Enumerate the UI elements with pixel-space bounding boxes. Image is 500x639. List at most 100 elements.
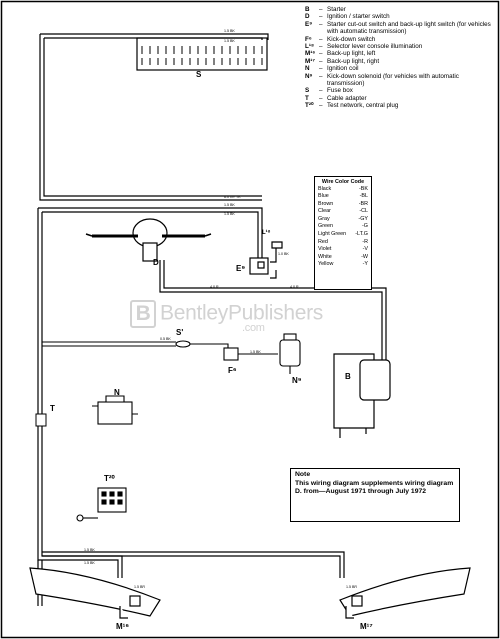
ignition-switch	[85, 218, 212, 262]
wire-label-lamp-r: 1.5 BR	[346, 585, 357, 589]
legend-code: M¹⁶	[305, 50, 316, 58]
color-abbr: -BR	[358, 200, 368, 207]
color-name: Blue	[318, 193, 329, 200]
color-abbr: -G	[362, 223, 368, 230]
legend-dash: –	[319, 57, 323, 65]
color-code-row: Gray-GY	[315, 216, 371, 224]
color-abbr: -V	[362, 246, 368, 253]
legend-item: M¹⁷–Back-up light, right	[305, 58, 495, 65]
legend-item: B –Starter	[305, 6, 495, 13]
wire-label-bottom2: 1.5 BK	[84, 561, 95, 565]
legend-code: S	[305, 87, 310, 95]
adapter-label: T	[50, 404, 55, 413]
color-name: Green	[318, 223, 333, 230]
color-abbr: -R	[362, 238, 368, 245]
legend-dash: –	[319, 13, 323, 21]
color-abbr: -BK	[359, 185, 368, 192]
legend-desc: Kick-down solenoid (for vehicles with au…	[327, 72, 459, 88]
color-code-row: Clear -CL	[315, 208, 371, 216]
legend-desc: Back-up light, left	[327, 50, 376, 58]
legend-dash: –	[319, 102, 323, 110]
cutout-switch	[249, 241, 283, 279]
legend-item: N–Ignition coil	[305, 65, 495, 72]
color-abbr: -BL	[359, 193, 368, 200]
note-box: Note This wiring diagram supplements wir…	[290, 468, 460, 522]
kickdown-switch-label: F⁶	[228, 366, 237, 375]
color-code-row: White-W	[315, 254, 371, 262]
wire-label-h2: 4.0 R	[290, 285, 299, 289]
note-heading: Note	[295, 471, 311, 478]
legend-desc: Selector lever console illumination	[327, 43, 423, 51]
legend-desc: Starter cut-out switch and back-up light…	[327, 20, 491, 36]
legend-item: S –Fuse box	[305, 87, 495, 94]
legend-code: M¹⁷	[305, 57, 315, 65]
legend-desc: Fuse box	[327, 87, 353, 95]
cutout-switch-label: E⁹	[236, 264, 246, 273]
legend-dash: –	[319, 43, 323, 51]
starter-label: B	[345, 372, 351, 381]
backup-lights	[29, 567, 471, 619]
test-plug	[76, 487, 127, 522]
ignition-switch-label: D	[153, 258, 159, 267]
legend-item: M¹⁶–Back-up light, left	[305, 50, 495, 57]
cable-adapter	[35, 413, 47, 427]
wire-label-mid2: 1.5 BK	[224, 203, 235, 207]
color-name: Light Green	[318, 231, 347, 238]
console-light-label: L¹⁸	[262, 230, 271, 236]
test-plug-label: T²⁰	[104, 474, 115, 483]
legend-desc: Kick-down switch	[327, 35, 376, 43]
ignition-coil	[92, 395, 138, 425]
legend-item: D–Ignition / starter switch	[305, 13, 495, 20]
legend-desc: Ignition / starter switch	[327, 13, 390, 21]
fuse-sprime-label: S'	[176, 328, 184, 337]
wire-label-right-v: 1.0 BK	[278, 252, 289, 256]
watermark-name: BentleyPublishers	[160, 301, 323, 325]
color-abbr: -GY	[358, 215, 368, 222]
bentley-logo-icon: B	[130, 300, 156, 328]
color-abbr: -CL	[359, 208, 368, 215]
wire-label-s: 0.5 BK	[160, 337, 171, 341]
color-code-row: Yellow-Y	[315, 261, 371, 269]
legend-desc: Starter	[327, 6, 346, 13]
legend-code: N⁹	[305, 72, 313, 80]
watermark-suffix: .com	[242, 322, 265, 334]
legend-code: T	[305, 94, 309, 102]
color-code-title: Wire Color Code	[321, 179, 365, 185]
wire-label-top1: 1.5 BK	[224, 29, 235, 33]
legend-dash: –	[319, 87, 323, 95]
color-name: Clear	[318, 208, 331, 215]
legend-item: F⁶–Kick-down switch	[305, 36, 495, 43]
legend-dash: –	[319, 72, 323, 80]
color-abbr: -Y	[362, 261, 368, 268]
wire-label-lamp-l: 1.5 BR	[134, 585, 145, 589]
legend-item: E⁹–Starter cut-out switch and back-up li…	[305, 21, 495, 36]
legend-code: L¹⁸	[305, 43, 314, 51]
main-harness	[37, 33, 345, 606]
fuse-box-label: S	[196, 70, 202, 79]
coil-label: N	[114, 388, 120, 397]
color-code-row: Green -G	[315, 223, 371, 231]
legend-item: T²⁰–Test network, central plug	[305, 102, 495, 109]
legend-desc: Back-up light, right	[327, 57, 380, 65]
legend-code: B	[305, 6, 310, 13]
legend-desc: Ignition coil	[327, 65, 359, 73]
light-right-label: M¹⁷	[360, 622, 373, 631]
color-name: Red	[318, 238, 328, 245]
legend-dash: –	[319, 94, 323, 102]
legend-desc: Cable adapter	[327, 94, 367, 102]
color-code-row: Red -R	[315, 239, 371, 247]
fuse-line	[42, 340, 229, 356]
legend-dash: –	[319, 6, 323, 13]
wire-label-top2: 1.5 BK	[224, 39, 235, 43]
color-code-row: Brown -BR	[315, 201, 371, 209]
wire-label-mid3: 1.5 BK	[224, 212, 235, 216]
color-name: Brown	[318, 200, 334, 207]
legend-code: E⁹	[305, 20, 313, 28]
legend-code: F⁶	[305, 35, 312, 43]
